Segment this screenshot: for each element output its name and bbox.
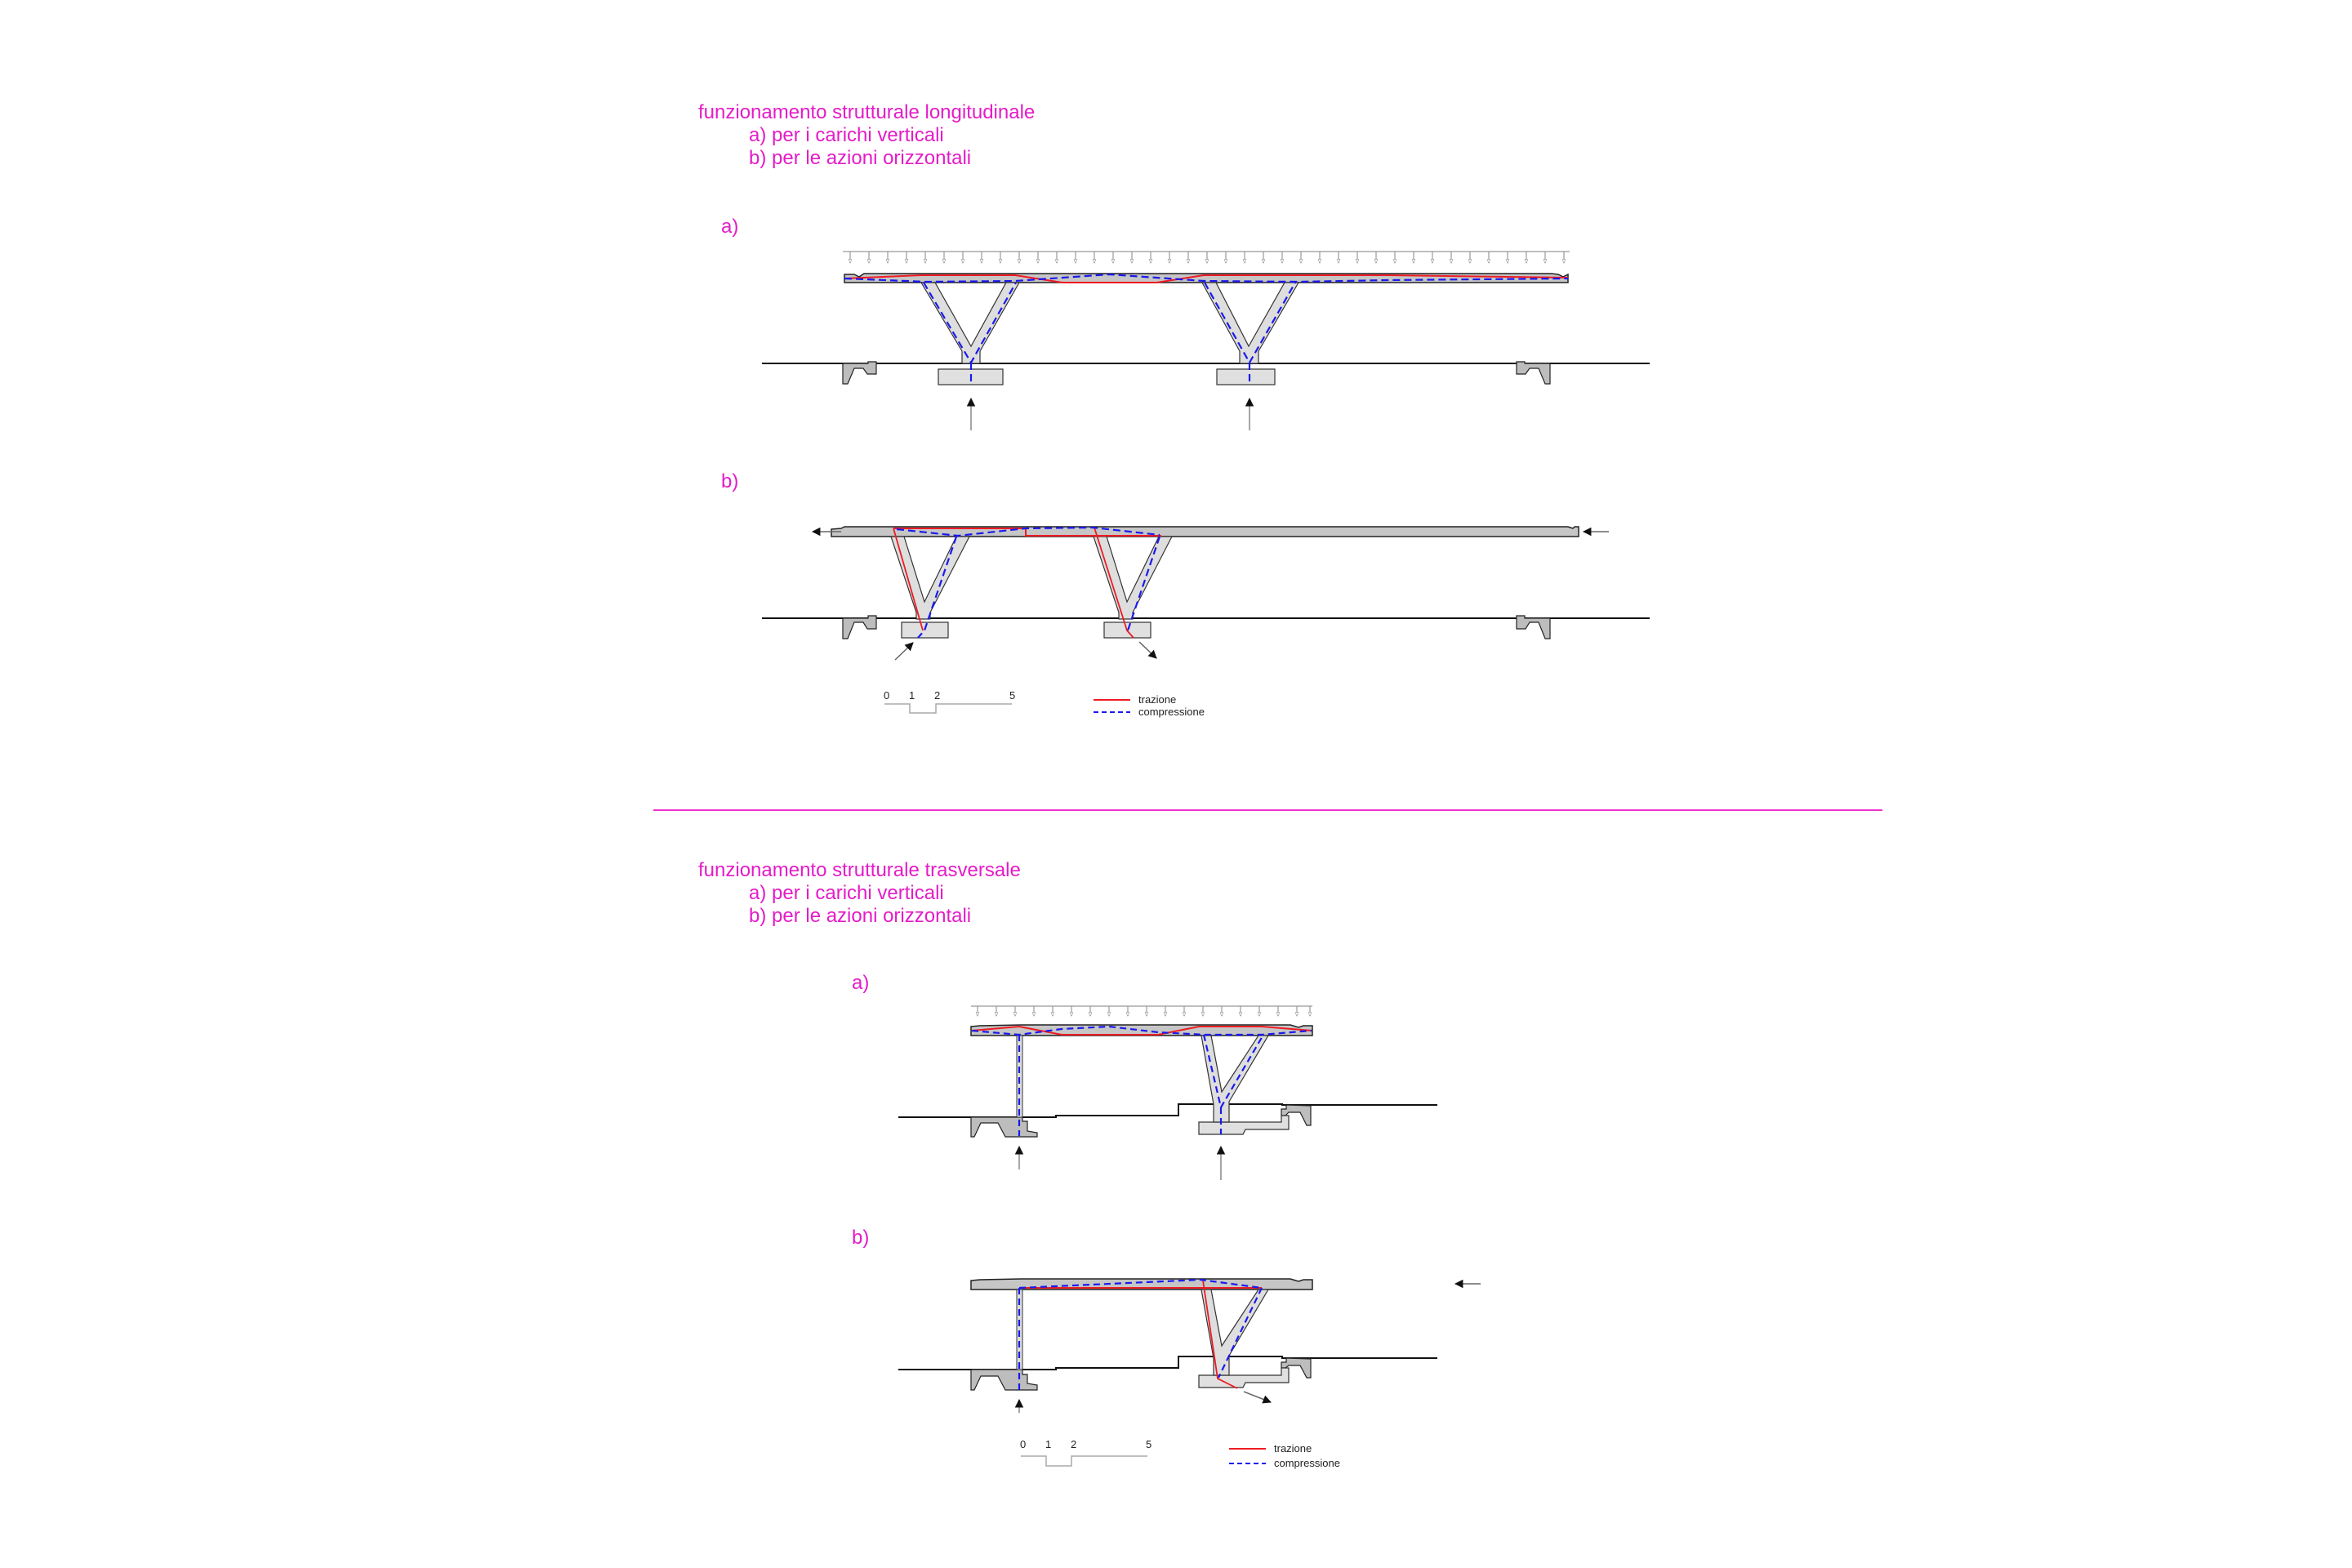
transversal-legend: trazione compressione	[1229, 1442, 1340, 1469]
distributed-load-icon	[843, 251, 1570, 263]
transversal-panel-b-label: b)	[852, 1227, 870, 1249]
svg-text:0: 0	[1020, 1438, 1026, 1450]
svg-text:2: 2	[1071, 1438, 1076, 1450]
svg-text:compressione: compressione	[1138, 706, 1205, 718]
svg-text:compressione: compressione	[1274, 1457, 1340, 1469]
transversal-panel-a-label: a)	[852, 972, 870, 994]
longitudinal-diagram-b	[762, 526, 1650, 661]
transversal-diagram-b	[898, 1278, 1481, 1413]
transversal-scale-bar: 0 1 2 5	[1020, 1438, 1152, 1467]
longitudinal-heading: funzionamento strutturale longitudinale …	[698, 101, 1035, 170]
svg-text:trazione: trazione	[1138, 693, 1176, 706]
reaction-arrow-icon	[1138, 641, 1157, 659]
svg-text:0: 0	[884, 689, 889, 702]
svg-text:2: 2	[934, 689, 940, 702]
svg-text:1: 1	[1045, 1438, 1051, 1450]
longitudinal-item-b: b) per le azioni orizzontali	[749, 147, 972, 169]
svg-text:trazione: trazione	[1274, 1442, 1312, 1454]
section-divider	[653, 809, 1882, 811]
reaction-arrow-icon	[894, 642, 914, 661]
longitudinal-panel-a-label: a)	[721, 216, 739, 238]
transversal-item-a: a) per i carichi verticali	[749, 882, 944, 904]
transversal-item-b: b) per le azioni orizzontali	[749, 905, 972, 927]
svg-text:5: 5	[1009, 689, 1015, 702]
transversal-heading: funzionamento strutturale trasversale a)…	[698, 859, 1021, 928]
transversal-title: funzionamento strutturale trasversale	[698, 859, 1021, 881]
reaction-arrow-icon	[1243, 1391, 1272, 1404]
longitudinal-item-a: a) per i carichi verticali	[749, 124, 944, 146]
svg-text:5: 5	[1146, 1438, 1152, 1450]
longitudinal-panel-b-label: b)	[721, 470, 739, 492]
longitudinal-scale-bar: 0 1 2 5	[884, 689, 1015, 714]
transversal-diagram-a	[898, 1005, 1437, 1180]
longitudinal-legend: trazione compressione	[1094, 693, 1205, 718]
svg-text:1: 1	[909, 689, 915, 702]
longitudinal-title: funzionamento strutturale longitudinale	[698, 101, 1036, 123]
longitudinal-diagram-a	[762, 251, 1650, 430]
